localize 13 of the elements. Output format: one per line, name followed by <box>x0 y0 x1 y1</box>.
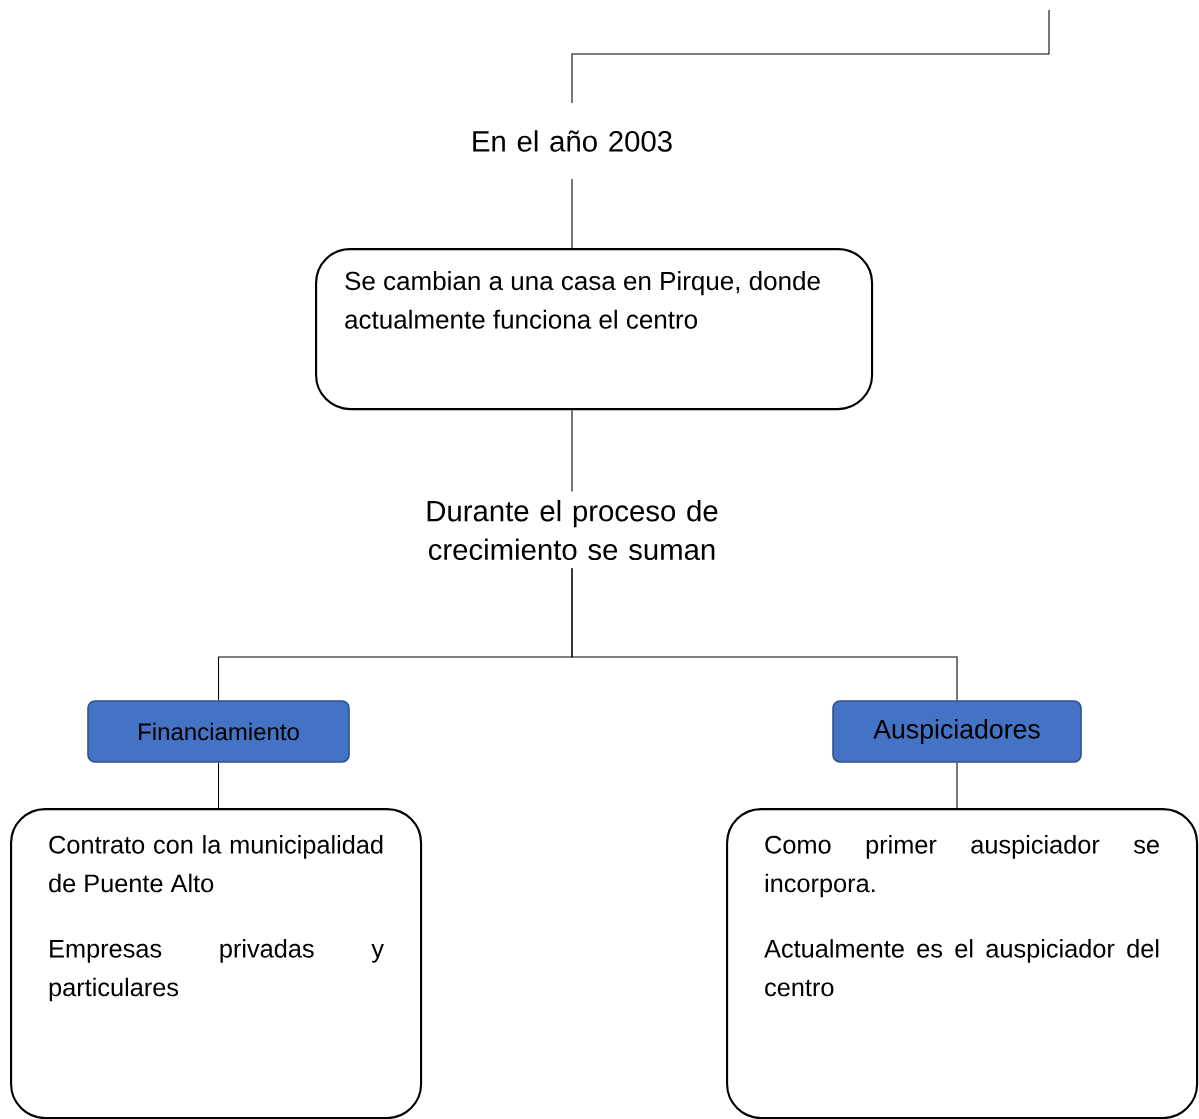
rounded-box: Como primer auspiciador se incorpora. Actualmente es el auspiciador del centro <box>726 808 1199 1119</box>
connector-line <box>571 178 573 249</box>
connector-line <box>571 9 1050 104</box>
connector-line <box>571 409 573 493</box>
connector-line <box>571 567 958 701</box>
connector-line <box>956 762 958 809</box>
rounded-box: Se cambian a una casa en Pirque, donde actualmente funciona el centro <box>315 248 874 411</box>
rounded-box: Contrato con la municipalidad de Puente Alto Empresas privadas y particulares <box>10 808 423 1119</box>
category-box: Financiamiento <box>87 700 350 763</box>
step-text: Durante el proceso de crecimiento se suman <box>427 499 718 561</box>
step-text: En el año 2003 <box>473 130 672 152</box>
category-box: Auspiciadores <box>832 700 1082 763</box>
connector-line <box>217 762 220 809</box>
